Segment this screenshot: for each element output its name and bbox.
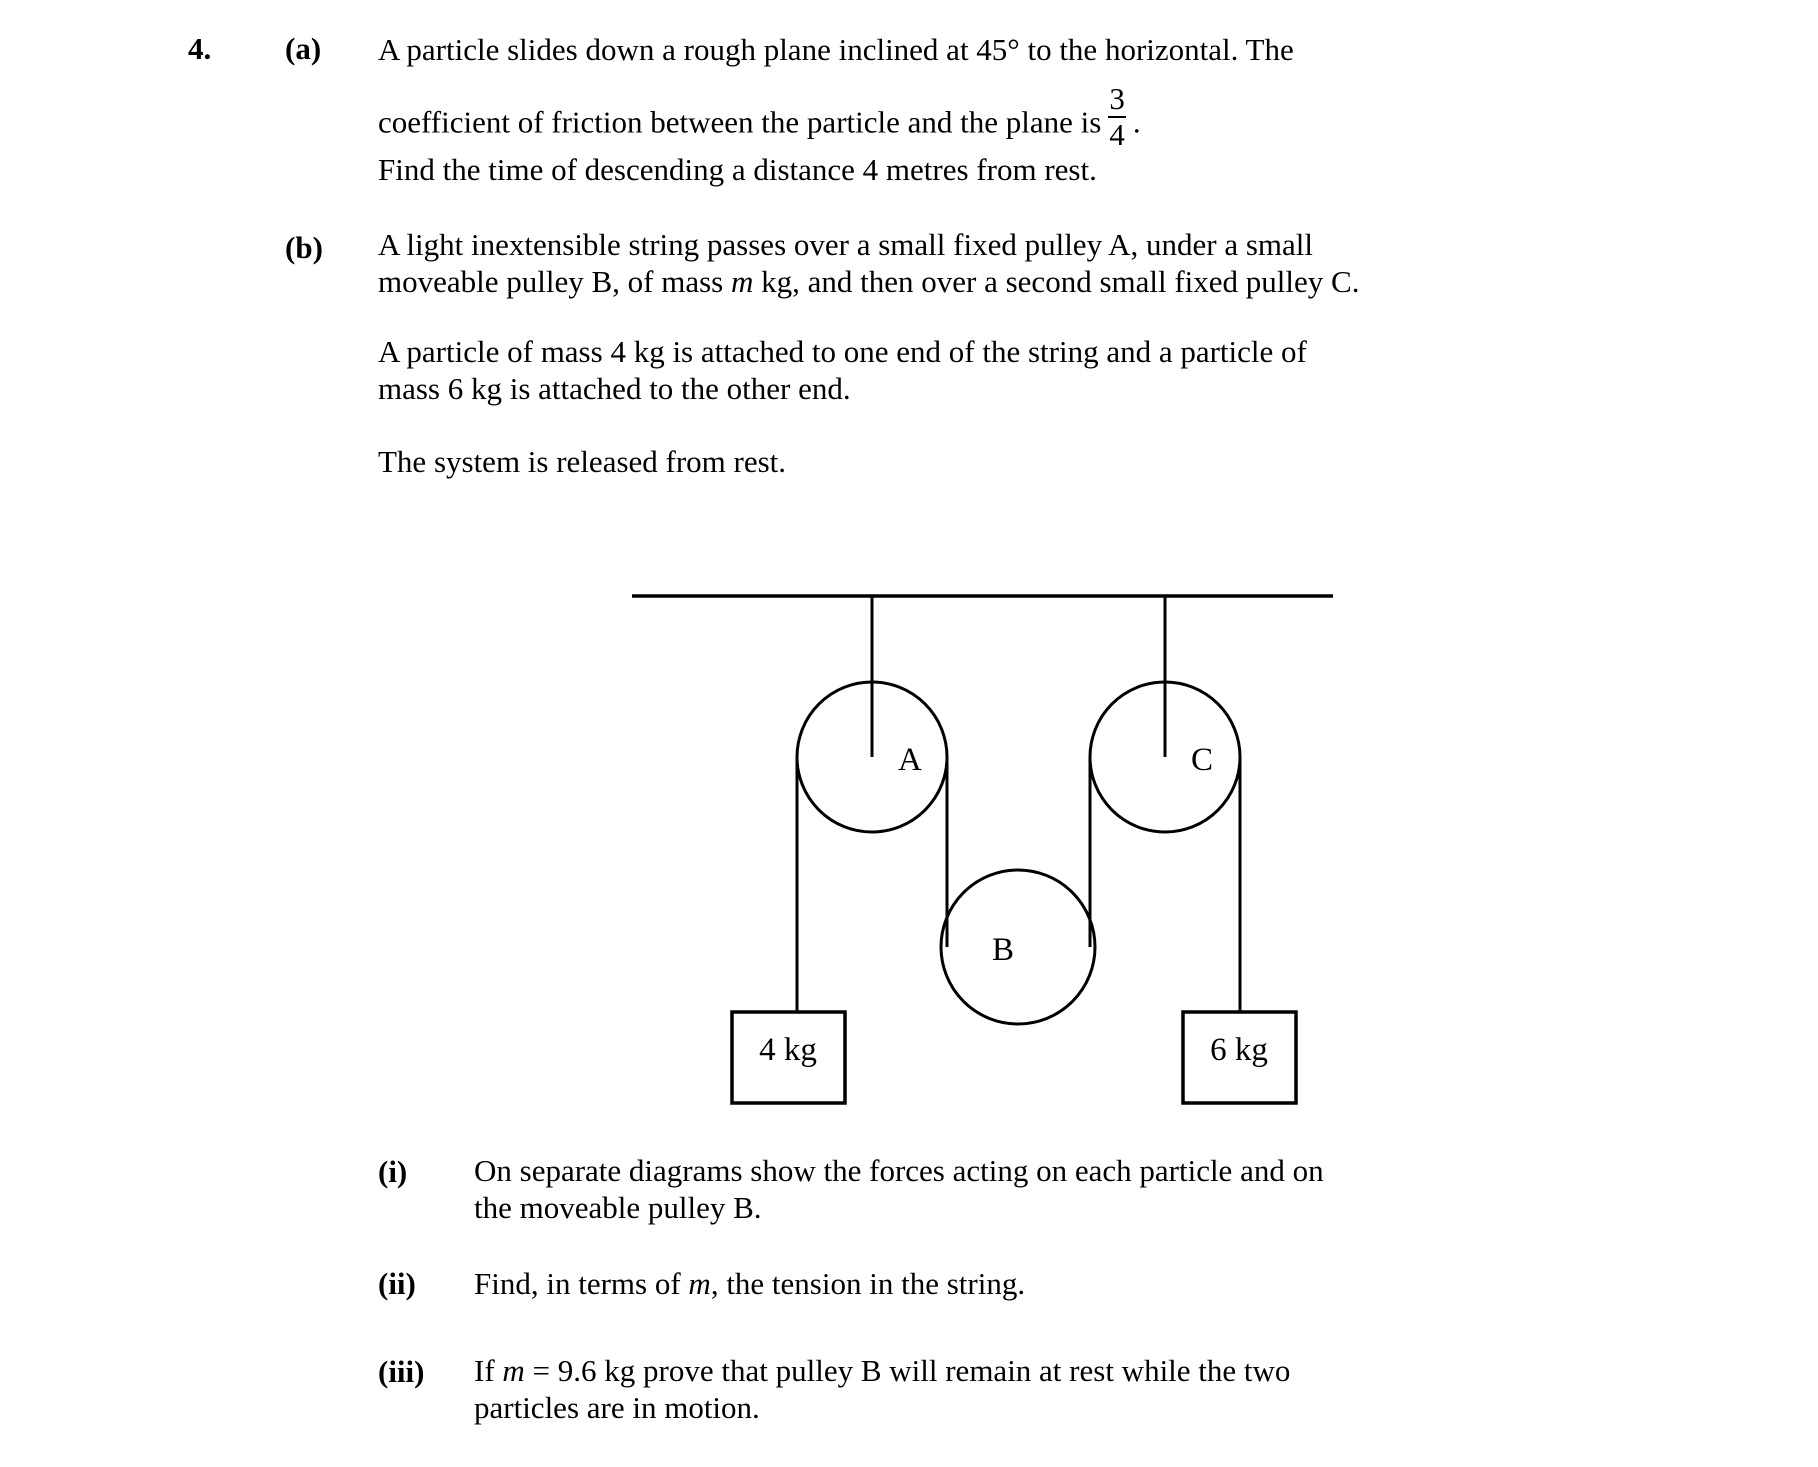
mass-box-6kg <box>1181 1010 1298 1105</box>
subpart-label-i: (i) <box>378 1154 408 1189</box>
part-b-paragraph-3: The system is released from rest. <box>378 444 787 479</box>
variable-m: m <box>502 1353 525 1388</box>
variable-m: m <box>731 264 754 299</box>
pulley-c-label: C <box>1191 742 1213 778</box>
pulley-b-label: B <box>992 932 1014 968</box>
pulley-diagram-svg: A C B 4 kg 6 kg <box>632 594 1333 1105</box>
pulley-system-diagram: A C B 4 kg 6 kg <box>600 560 1400 1140</box>
part-b-paragraph-2: A particle of mass 4 kg is attached to o… <box>378 334 1307 406</box>
subpart-ii-text: Find, in terms of m, the tension in the … <box>474 1264 1364 1303</box>
part-b-paragraph-1: A light inextensible string passes over … <box>378 226 1363 300</box>
mass-box-4kg-label: 4 kg <box>759 1032 817 1068</box>
variable-m: m <box>688 1266 711 1301</box>
subpart-iii-text-a: If <box>474 1353 503 1388</box>
subpart-ii-text-a: Find, in terms of <box>474 1266 689 1301</box>
subpart-label-iii: (iii) <box>378 1354 425 1389</box>
subpart-i-text: On separate diagrams show the forces act… <box>474 1153 1324 1225</box>
fraction-denominator: 4 <box>1109 116 1125 152</box>
fraction-numerator: 3 <box>1109 81 1125 116</box>
part-a-line-2: coefficient of friction between the part… <box>378 83 1388 152</box>
fraction-bar <box>1108 115 1126 118</box>
part-a-line-3: Find the time of descending a distance 4… <box>378 152 1097 187</box>
part-a-line-1: A particle slides down a rough plane inc… <box>378 32 1294 67</box>
subpart-label-ii: (ii) <box>378 1266 416 1301</box>
subpart-ii-text-b: , the tension in the string. <box>710 1266 1026 1301</box>
question-number: 4. <box>188 31 212 66</box>
pulley-b-circle <box>939 868 1097 1026</box>
pulley-a-label: A <box>898 742 922 778</box>
mass-box-6kg-label: 6 kg <box>1210 1032 1268 1068</box>
mass-box-4kg <box>730 1010 847 1105</box>
part-a-line-2-period: . <box>1132 104 1141 140</box>
part-a-line-2-text: coefficient of friction between the part… <box>378 104 1102 140</box>
part-label-b: (b) <box>285 230 323 265</box>
part-b-p1-a: A light inextensible string passes over … <box>378 227 1313 299</box>
part-label-a: (a) <box>285 31 322 66</box>
subpart-iii-text: If m = 9.6 kg prove that pulley B will r… <box>474 1352 1354 1426</box>
subpart-iii-text-b: = 9.6 kg prove that pulley B will remain… <box>474 1353 1291 1425</box>
part-b-p1-b: kg, and then over a second small fixed p… <box>753 264 1360 299</box>
